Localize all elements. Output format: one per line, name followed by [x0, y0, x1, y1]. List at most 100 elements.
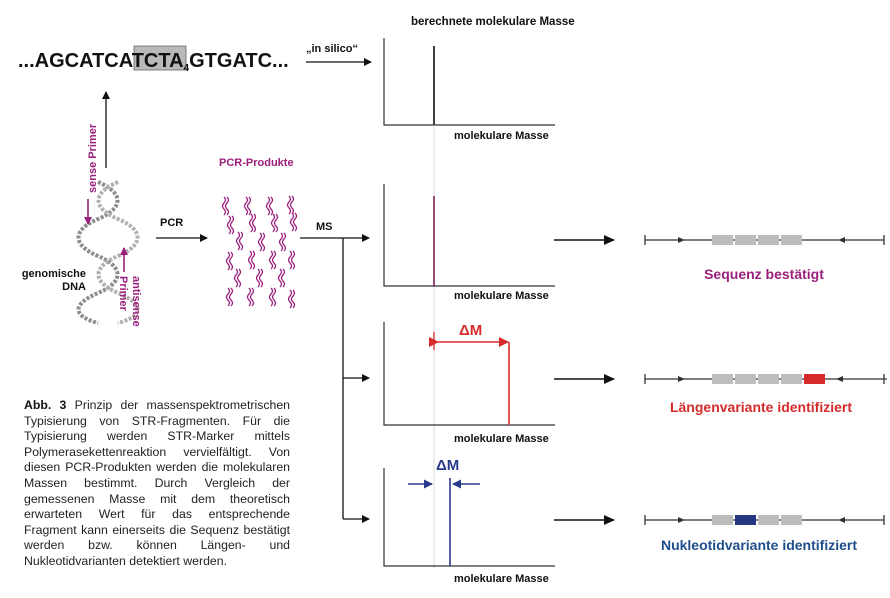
- antisense-label-1: antisense: [130, 276, 142, 327]
- measured-mass-plot-3: [383, 468, 555, 567]
- ms-label: MS: [316, 221, 333, 233]
- pcr-product-strand: [280, 268, 286, 288]
- str-fragments: [644, 235, 887, 525]
- repeat-unit: [712, 515, 733, 525]
- repeat-unit: [712, 374, 733, 384]
- pcr-product-strand: [250, 250, 256, 270]
- pcr-product-strand: [265, 196, 271, 216]
- in-silico-label: „in silico“: [306, 43, 358, 55]
- repeat-unit: [758, 515, 779, 525]
- plot-axes: [383, 184, 555, 287]
- pcr-product-strand: [247, 250, 253, 270]
- dna-helix-icon: [76, 180, 140, 325]
- repeat-highlight-box: [133, 45, 187, 71]
- sense-primer-label: sense Primer: [87, 123, 99, 193]
- pcr-product-strand: [248, 213, 254, 233]
- pcr-product-strand: [257, 232, 263, 252]
- pcr-product-strand: [235, 231, 241, 251]
- primer-site-arrow: [678, 517, 685, 523]
- calculated-mass-title: berechnete molekulare Masse: [411, 16, 575, 28]
- primer-site-arrow: [836, 376, 843, 382]
- pcr-product-strand: [225, 251, 231, 271]
- pcr-product-strand: [258, 268, 264, 288]
- repeat-unit: [712, 235, 733, 245]
- pcr-product-strand: [286, 195, 292, 215]
- primer-site-arrow: [838, 237, 845, 243]
- pcr-product-strand: [292, 212, 298, 232]
- pcr-products-cluster: [221, 195, 298, 309]
- plot-axes: [383, 322, 555, 426]
- pcr-product-strand: [290, 289, 296, 309]
- x-axis-label-4: molekulare Masse: [454, 573, 549, 585]
- pcr-product-strand: [249, 287, 255, 307]
- pcr-product-strand: [228, 251, 234, 271]
- delta-m-label-blue: ΔM: [436, 457, 459, 474]
- pcr-product-strand: [255, 268, 261, 288]
- repeat-unit: [804, 374, 825, 384]
- plot-axes: [383, 468, 555, 567]
- pcr-product-strand: [246, 196, 252, 216]
- repeat-unit: [758, 374, 779, 384]
- result-text-1: Sequenz bestätigt: [704, 266, 824, 282]
- caption-text: Prinzip der massenspektrometrischen Typi…: [24, 398, 291, 568]
- repeat-unit: [735, 235, 756, 245]
- repeat-unit: [781, 374, 802, 384]
- pcr-products-label: PCR-Produkte: [219, 157, 294, 169]
- pcr-product-strand: [246, 287, 252, 307]
- pcr-product-strand: [221, 196, 227, 216]
- figure-caption: Abb. 3 Prinzip der massenspektrometrisch…: [24, 398, 290, 570]
- pcr-product-strand: [287, 289, 293, 309]
- measured-mass-plot-2: [383, 322, 555, 426]
- repeat-unit: [781, 235, 802, 245]
- pcr-product-strand: [243, 196, 249, 216]
- pcr-product-strand: [287, 250, 293, 270]
- genomic-dna-label-1: genomische: [22, 268, 86, 280]
- pcr-product-strand: [271, 250, 277, 270]
- str-fragment-1: [644, 235, 885, 245]
- pcr-product-strand: [251, 213, 257, 233]
- pcr-product-strand: [236, 268, 242, 288]
- pcr-product-strand: [228, 287, 234, 307]
- calculated-mass-plot: [383, 38, 555, 126]
- pcr-product-strand: [260, 232, 266, 252]
- pcr-label: PCR: [160, 217, 183, 229]
- pcr-product-strand: [268, 287, 274, 307]
- genomic-dna-label-2: DNA: [62, 281, 86, 293]
- primer-site-arrow: [678, 376, 685, 382]
- pcr-product-strand: [270, 213, 276, 233]
- primer-site-arrow: [678, 237, 685, 243]
- sequence-line: ...AGCATCATCTA4GTGATC...: [18, 45, 289, 74]
- antisense-label-2: Primer: [117, 276, 129, 312]
- result-text-2: Längenvariante identifiziert: [670, 399, 852, 415]
- repeat-unit: [735, 515, 756, 525]
- dna-sequence: ...AGCATCATCTA4GTGATC...: [18, 50, 289, 74]
- pcr-product-strand: [268, 250, 274, 270]
- pcr-product-strand: [233, 268, 239, 288]
- pcr-product-strand: [289, 195, 295, 215]
- x-axis-label-1: molekulare Masse: [454, 130, 549, 142]
- pcr-product-strand: [273, 213, 279, 233]
- repeat-unit: [735, 374, 756, 384]
- str-fragment-3: [644, 515, 885, 525]
- caption-label: Abb. 3: [24, 398, 67, 412]
- pcr-product-strand: [224, 196, 230, 216]
- measured-mass-plot-1: [383, 184, 555, 287]
- repeat-unit: [781, 515, 802, 525]
- pcr-product-strand: [226, 215, 232, 235]
- plot-axes: [383, 38, 555, 126]
- result-text-3: Nukleotidvariante identifiziert: [661, 537, 857, 553]
- pcr-product-strand: [229, 215, 235, 235]
- repeat-unit: [758, 235, 779, 245]
- pcr-product-strand: [271, 287, 277, 307]
- pcr-product-strand: [278, 232, 284, 252]
- str-fragment-2: [644, 374, 887, 384]
- x-axis-label-3: molekulare Masse: [454, 433, 549, 445]
- delta-m-label-red: ΔM: [459, 322, 482, 339]
- pcr-product-strand: [225, 287, 231, 307]
- pcr-product-strand: [238, 231, 244, 251]
- pcr-product-strand: [290, 250, 296, 270]
- x-axis-label-2: molekulare Masse: [454, 290, 549, 302]
- primer-site-arrow: [838, 517, 845, 523]
- pcr-product-strand: [277, 268, 283, 288]
